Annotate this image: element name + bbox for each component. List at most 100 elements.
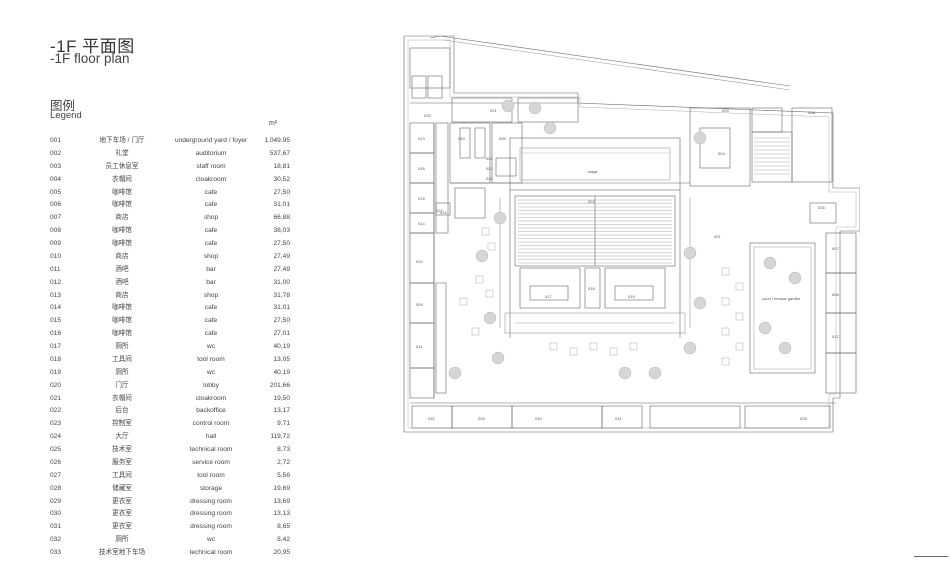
cafe-table [471,327,480,336]
legend-area: 40,19 [273,368,290,376]
legend-area: 13,69 [273,497,290,505]
legend-en: technical room [189,549,233,556]
legend-zh: 商店 [115,291,129,299]
tree [778,341,792,355]
legend-area: 18,81 [273,162,290,170]
legend-en: dressing room [190,523,232,531]
floor-plan: 033 013 016 015 014 024 010 009 011 020 … [403,35,860,433]
tree [683,341,697,355]
tree [543,121,557,135]
cafe-tables [459,227,744,366]
cafe-table [721,327,730,336]
legend-area: 19,69 [273,484,290,492]
legend-en: cafe [204,227,218,235]
legend-area: 1.049,95 [264,137,290,144]
legend-zh: 衣帽间 [112,394,132,402]
label-004: 004 [718,151,725,156]
legend-zh: 控制室 [112,420,132,428]
legend-en: technical room [189,446,233,453]
cafe-table [721,267,730,276]
legend-en: staff room [196,162,226,170]
tree [693,296,707,310]
legend-en: cafe [204,304,218,312]
legend-area: 31,78 [273,291,290,299]
legend-no: 023 [50,420,62,428]
legend-zh: 后台 [115,407,129,415]
legend-zh: 储藏室 [112,484,132,492]
legend-no: 002 [50,149,62,157]
cafe-table [721,357,730,366]
legend-zh: 咖啡馆 [112,304,132,312]
legend-no: 033 [50,549,62,556]
label-014: 014 [418,221,425,226]
label-007: 007 [832,246,839,251]
legend-zh: 厕所 [115,368,129,376]
legend-en: bar [206,278,216,286]
page-title-zh: -1F 平面图 [50,37,135,56]
cafe-table [459,297,468,306]
legend-zh: 员工休息室 [105,162,139,170]
legend-no: 032 [50,536,62,544]
legend-area: 27,01 [273,330,290,338]
label-court: court / terrace garden [762,296,800,301]
legend-zh: 礼堂 [115,149,129,157]
outer-walls [403,35,860,433]
legend-area: 2,72 [277,458,290,466]
legend-no: 012 [50,278,62,286]
legend-zh: 商店 [115,252,129,260]
legend-area: 5,56 [277,471,290,479]
label-027: 027 [436,208,443,213]
legend-en: wc [206,343,216,350]
legend-area: 8,65 [277,523,290,531]
legend-area: 8,73 [277,446,290,453]
legend-no: 011 [50,265,61,273]
label-016: 016 [418,166,425,171]
right-rooms [689,107,837,224]
cafe-table [721,297,730,306]
legend-zh: 咖啡馆 [112,201,132,209]
legend-zh: 咖啡馆 [112,240,132,247]
legend-zh: 服务室 [112,458,132,466]
label-019: 019 [628,294,635,299]
legend-no: 006 [50,201,62,209]
vegetation [448,99,802,380]
label-023: 023 [486,166,493,171]
label-024: 024 [440,210,447,215]
label-020: 020 [458,136,465,141]
legend-unit: m² [269,120,278,127]
cafe-table [735,282,744,291]
legend-zh: 门厅 [115,381,129,389]
legend-zh: 厕所 [115,536,129,544]
label-008: 008 [808,110,815,115]
label-006: 006 [832,292,839,297]
label-031: 031 [615,416,622,421]
cafe-table [589,342,598,351]
legend-zh: 咖啡馆 [112,317,132,325]
legend-en: cloakroom [195,175,227,183]
legend-area: 119,72 [270,433,290,441]
cafe-table [735,342,744,351]
auditorium-seating [518,199,672,264]
bottom-rooms [410,402,836,429]
label-011: 011 [416,344,423,349]
legend-area: 31,01 [273,201,290,209]
legend-title-en: Legend [50,110,82,121]
legend-zh: 咖啡馆 [112,330,132,338]
legend-area: 201,66 [269,381,290,389]
label-009: 009 [416,302,423,307]
legend-zh: 更衣室 [112,510,132,518]
